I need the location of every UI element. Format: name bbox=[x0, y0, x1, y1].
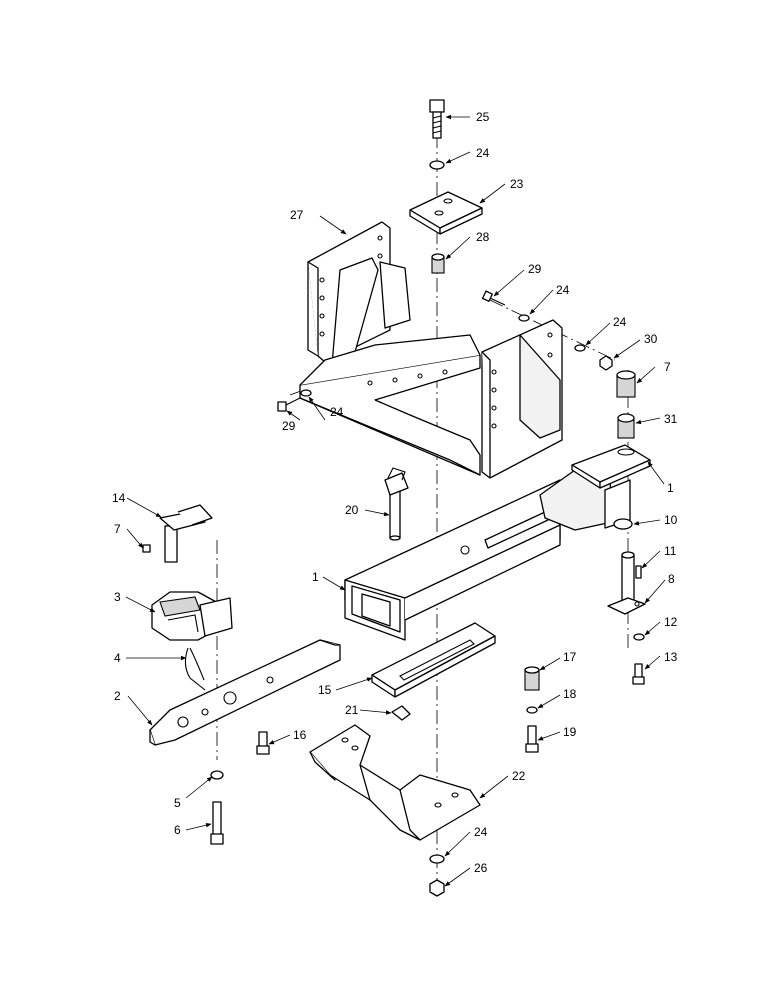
callout-12: 12 bbox=[664, 615, 678, 629]
part-bolt-13 bbox=[632, 663, 645, 685]
part-bolt-19 bbox=[525, 725, 539, 753]
callout-24: 24 bbox=[330, 405, 344, 419]
callout-19: 19 bbox=[563, 725, 577, 739]
part-bushing-31 bbox=[617, 413, 635, 439]
callout-labels: 25 24 23 27 28 29 24 24 30 7 31 1 10 11 … bbox=[112, 110, 678, 875]
callout-3: 3 bbox=[114, 590, 121, 604]
callout-27: 27 bbox=[290, 208, 304, 222]
callout-24: 24 bbox=[556, 283, 570, 297]
callout-15: 15 bbox=[318, 683, 332, 697]
part-washer-24-top bbox=[429, 160, 445, 170]
part-pin-8 bbox=[607, 551, 646, 615]
callout-6: 6 bbox=[174, 823, 181, 837]
callout-14: 14 bbox=[112, 491, 126, 505]
callout-7: 7 bbox=[114, 522, 121, 536]
part-pin-14 bbox=[159, 504, 213, 563]
part-hitch-3 bbox=[151, 591, 233, 641]
callout-1: 1 bbox=[667, 481, 674, 495]
callout-7: 7 bbox=[664, 360, 671, 374]
part-spacer-17 bbox=[524, 666, 540, 691]
part-washer-24-b bbox=[574, 344, 586, 352]
leader-lines bbox=[125, 114, 666, 887]
part-washer-24-bottom bbox=[429, 854, 445, 864]
callout-24: 24 bbox=[476, 146, 490, 160]
part-bolt-25 bbox=[429, 99, 445, 139]
part-washer-5 bbox=[210, 770, 224, 780]
part-nut-30 bbox=[599, 355, 613, 371]
callout-29: 29 bbox=[282, 419, 296, 433]
callout-29: 29 bbox=[528, 262, 542, 276]
callout-4: 4 bbox=[114, 651, 121, 665]
part-spacer-28 bbox=[431, 253, 445, 274]
part-pin-7-left bbox=[142, 544, 151, 553]
callout-25: 25 bbox=[476, 110, 490, 124]
callout-24: 24 bbox=[613, 315, 627, 329]
part-plate-23 bbox=[409, 191, 483, 235]
part-bushing-7-right bbox=[616, 370, 636, 398]
callout-18: 18 bbox=[563, 687, 577, 701]
callout-24: 24 bbox=[474, 825, 488, 839]
callout-20: 20 bbox=[345, 503, 359, 517]
callout-8: 8 bbox=[668, 572, 675, 586]
callout-10: 10 bbox=[664, 513, 678, 527]
part-washer-12 bbox=[633, 633, 645, 641]
part-bracket-22 bbox=[309, 724, 481, 841]
callout-21: 21 bbox=[345, 703, 359, 717]
part-washer-18 bbox=[526, 706, 538, 714]
callout-5: 5 bbox=[174, 796, 181, 810]
part-plate-15 bbox=[371, 622, 496, 698]
part-washer-10 bbox=[613, 518, 633, 530]
callout-22: 22 bbox=[512, 769, 526, 783]
part-clip-4 bbox=[184, 647, 206, 691]
part-pin-11 bbox=[635, 565, 642, 579]
callout-13: 13 bbox=[664, 650, 678, 664]
callout-23: 23 bbox=[510, 177, 524, 191]
part-drawbar-2 bbox=[149, 639, 341, 746]
part-bolt-6 bbox=[210, 801, 224, 845]
callout-16: 16 bbox=[293, 728, 307, 742]
callout-17: 17 bbox=[563, 650, 577, 664]
part-tube-1 bbox=[344, 444, 651, 641]
callout-28: 28 bbox=[476, 230, 490, 244]
part-pin-20 bbox=[384, 467, 409, 541]
part-nut-26 bbox=[429, 879, 445, 897]
callout-31: 31 bbox=[664, 412, 678, 426]
callout-11: 11 bbox=[664, 544, 677, 558]
part-washer-24-c bbox=[300, 389, 312, 397]
callout-2: 2 bbox=[114, 689, 121, 703]
part-bolt-29-right bbox=[481, 290, 506, 306]
callout-1: 1 bbox=[312, 570, 319, 584]
callout-26: 26 bbox=[474, 861, 488, 875]
part-clip-21 bbox=[391, 705, 411, 721]
callout-30: 30 bbox=[644, 332, 658, 346]
part-bolt-29-left bbox=[277, 397, 301, 412]
part-bracket-27 bbox=[299, 221, 563, 479]
part-washer-24-a bbox=[518, 314, 530, 322]
part-bolt-16 bbox=[256, 731, 270, 755]
